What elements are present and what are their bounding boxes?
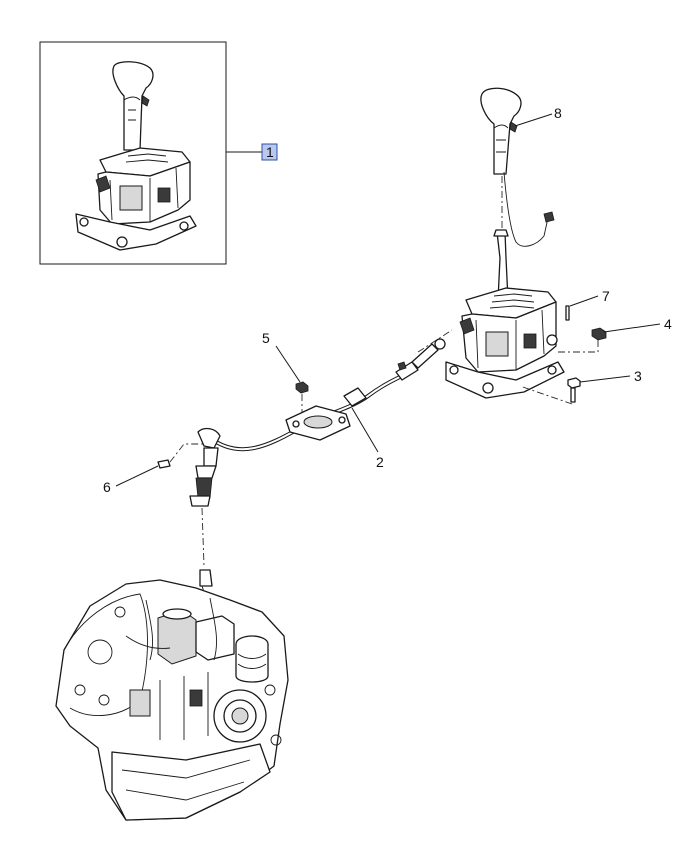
callout-5: 5	[262, 330, 270, 346]
leader-7	[569, 295, 599, 307]
centerline-cable	[417, 329, 453, 353]
callout-8: 8	[554, 105, 562, 121]
leader-4	[603, 323, 661, 333]
cable-clip	[157, 459, 171, 469]
nut	[591, 327, 607, 341]
callout-1-box	[261, 143, 278, 161]
callout-1: 1	[266, 144, 274, 160]
centerline-bolt	[519, 385, 573, 405]
callout-2: 2	[376, 454, 384, 470]
shifter-control-assembly	[445, 229, 565, 399]
shift-knob	[480, 87, 555, 247]
callout-7: 7	[602, 288, 610, 304]
inset-shifter-assembly	[39, 41, 227, 265]
bolt	[567, 377, 581, 403]
mounting-nut	[295, 381, 309, 394]
centerline-transmission	[201, 507, 205, 567]
leader-5	[275, 345, 301, 383]
transmission-case	[55, 569, 289, 821]
shift-cable	[189, 338, 446, 507]
leader-3	[579, 375, 631, 383]
leader-2	[351, 407, 379, 453]
callout-4: 4	[664, 316, 672, 332]
callout-3: 3	[634, 368, 642, 384]
centerline-nut	[556, 340, 599, 353]
leader-6	[115, 465, 159, 487]
retainer-pin	[565, 305, 570, 321]
leader-8	[514, 113, 553, 127]
centerline-clip	[169, 443, 204, 463]
callout-6: 6	[103, 479, 111, 495]
